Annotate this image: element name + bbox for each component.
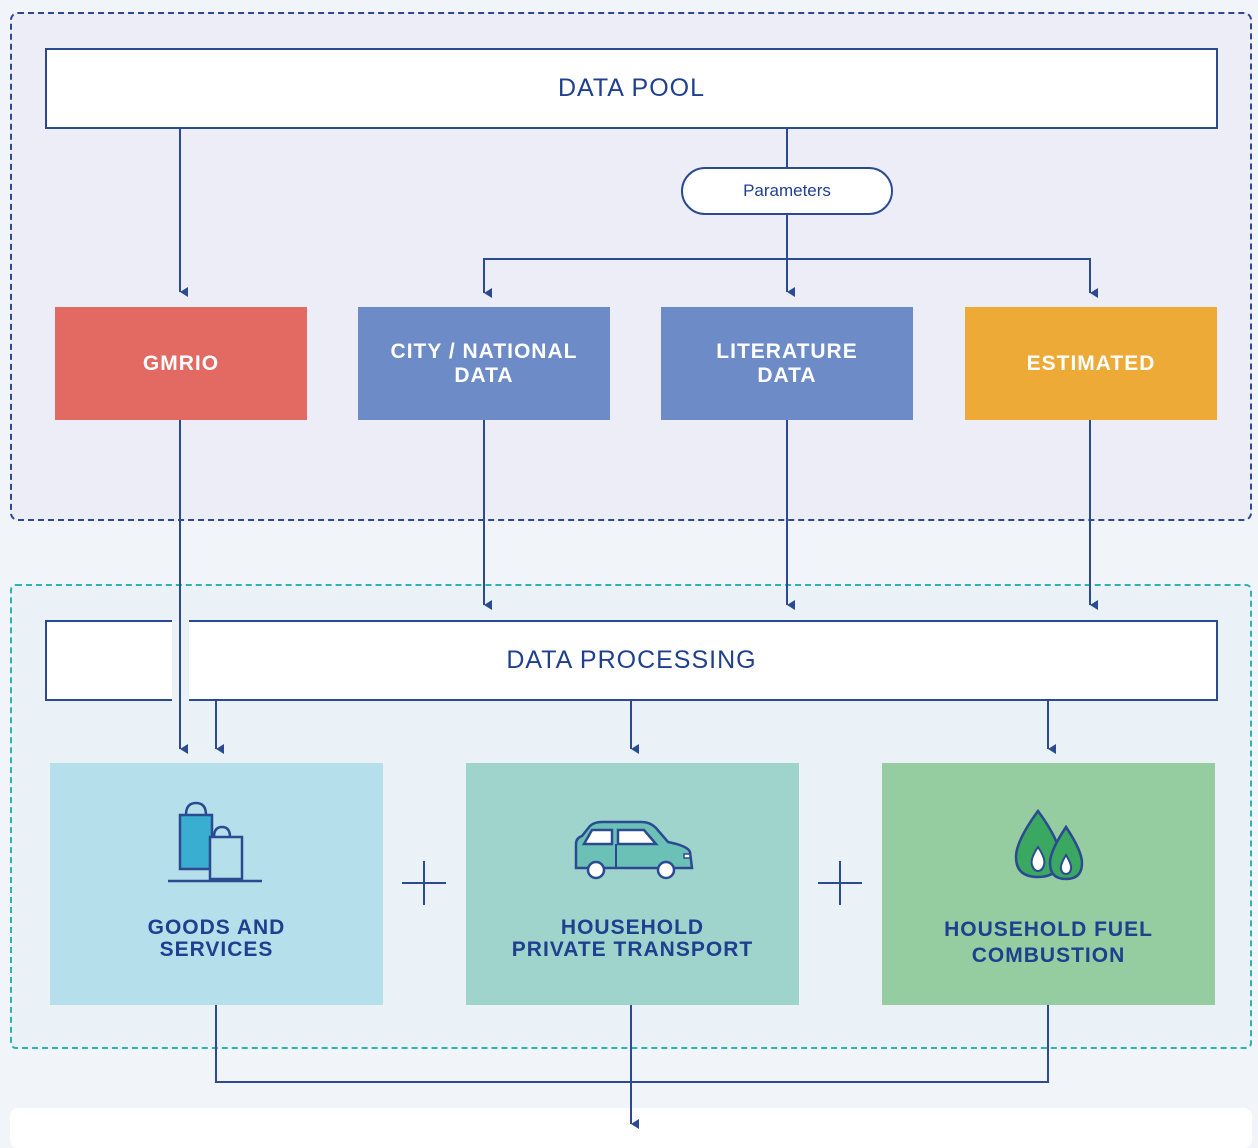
city-national-data-box: CITY / NATIONAL DATA <box>358 307 610 420</box>
parameters-label: Parameters <box>743 181 831 200</box>
shopping-bags-icon <box>168 801 262 883</box>
gmrio-box: GMRIO <box>55 307 307 420</box>
estimated-box: ESTIMATED <box>965 307 1217 420</box>
household-private-transport-label: HOUSEHOLD PRIVATE TRANSPORT <box>511 916 754 961</box>
goods-services-label: GOODS AND SERVICES <box>147 916 286 961</box>
household-private-transport-box: HOUSEHOLD PRIVATE TRANSPORT <box>466 763 799 1005</box>
household-fuel-combustion-label: HOUSEHOLD FUEL COMBUSTION <box>944 918 1153 967</box>
literature-data-label: LITERATURE DATA <box>716 339 858 387</box>
gmrio-bypass-gap <box>172 616 189 706</box>
data-pool-label: DATA POOL <box>557 74 705 102</box>
branch-line <box>483 258 1091 292</box>
parameters-pill: Parameters <box>681 167 893 215</box>
data-pool-box: DATA POOL <box>45 48 1218 129</box>
data-processing-box: DATA PROCESSING <box>45 620 1218 701</box>
estimated-label: ESTIMATED <box>1026 351 1156 375</box>
city-national-data-label: CITY / NATIONAL DATA <box>390 339 578 387</box>
plus-sign-2 <box>818 861 862 905</box>
fuel-drops-icon <box>1014 808 1084 881</box>
data-processing-label: DATA PROCESSING <box>506 646 757 674</box>
car-icon <box>574 820 694 880</box>
literature-data-box: LITERATURE DATA <box>661 307 913 420</box>
gmrio-label: GMRIO <box>142 351 220 375</box>
plus-sign-1 <box>402 861 446 905</box>
goods-services-box: GOODS AND SERVICES <box>50 763 383 1005</box>
household-fuel-combustion-box: HOUSEHOLD FUEL COMBUSTION <box>882 763 1215 1005</box>
